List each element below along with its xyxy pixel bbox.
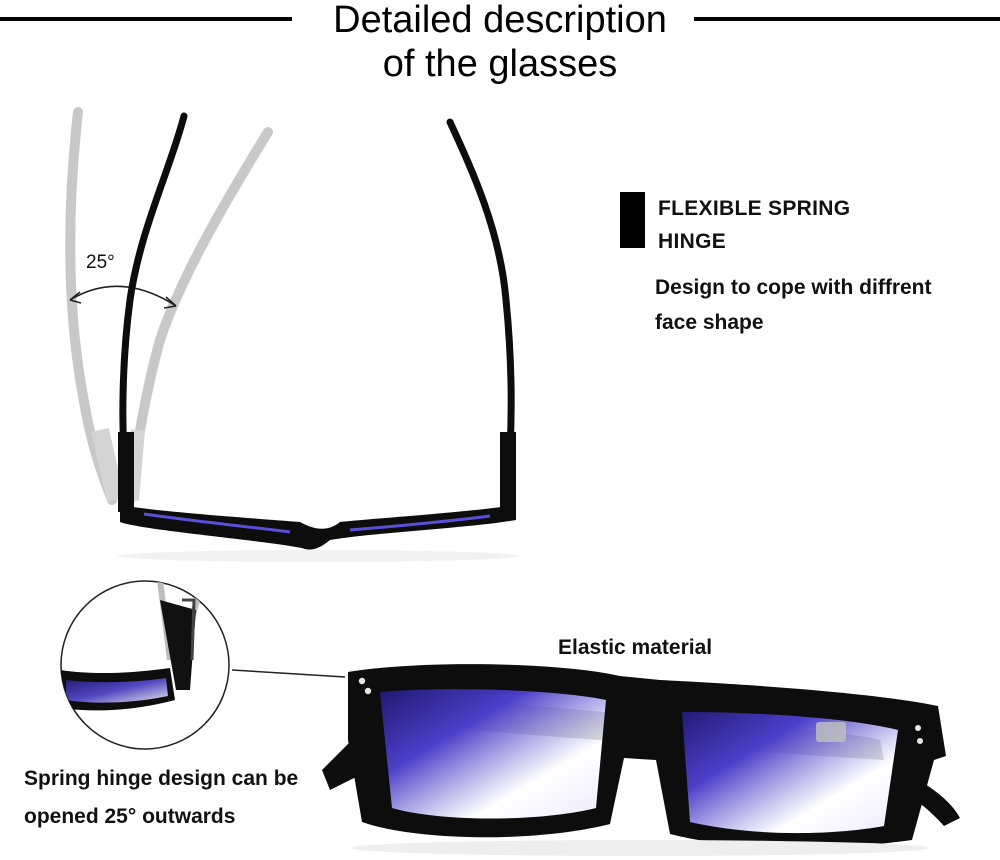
ghost-temples [65,107,273,505]
top-frame [118,505,518,562]
page-title-line-2: of the glasses [382,43,618,85]
callout-line [231,669,346,678]
elastic-material-label: Elastic material [558,636,713,659]
feature-title: FLEXIBLE SPRING HINGE [658,197,851,253]
black-temples [118,112,516,512]
angle-arc [69,285,177,309]
feature-description: Design to cope with diffrent face shape [655,276,932,334]
page-title-line-1: Detailed description [333,0,667,41]
angle-label: 25° [86,252,115,273]
front-glasses [322,664,960,856]
title-rule-right [694,17,1000,21]
feature-marker [620,192,645,248]
title-rule-left [0,17,292,21]
spring-hinge-caption: Spring hinge design can be opened 25° ou… [24,767,299,828]
hinge-detail-circle [60,580,230,750]
